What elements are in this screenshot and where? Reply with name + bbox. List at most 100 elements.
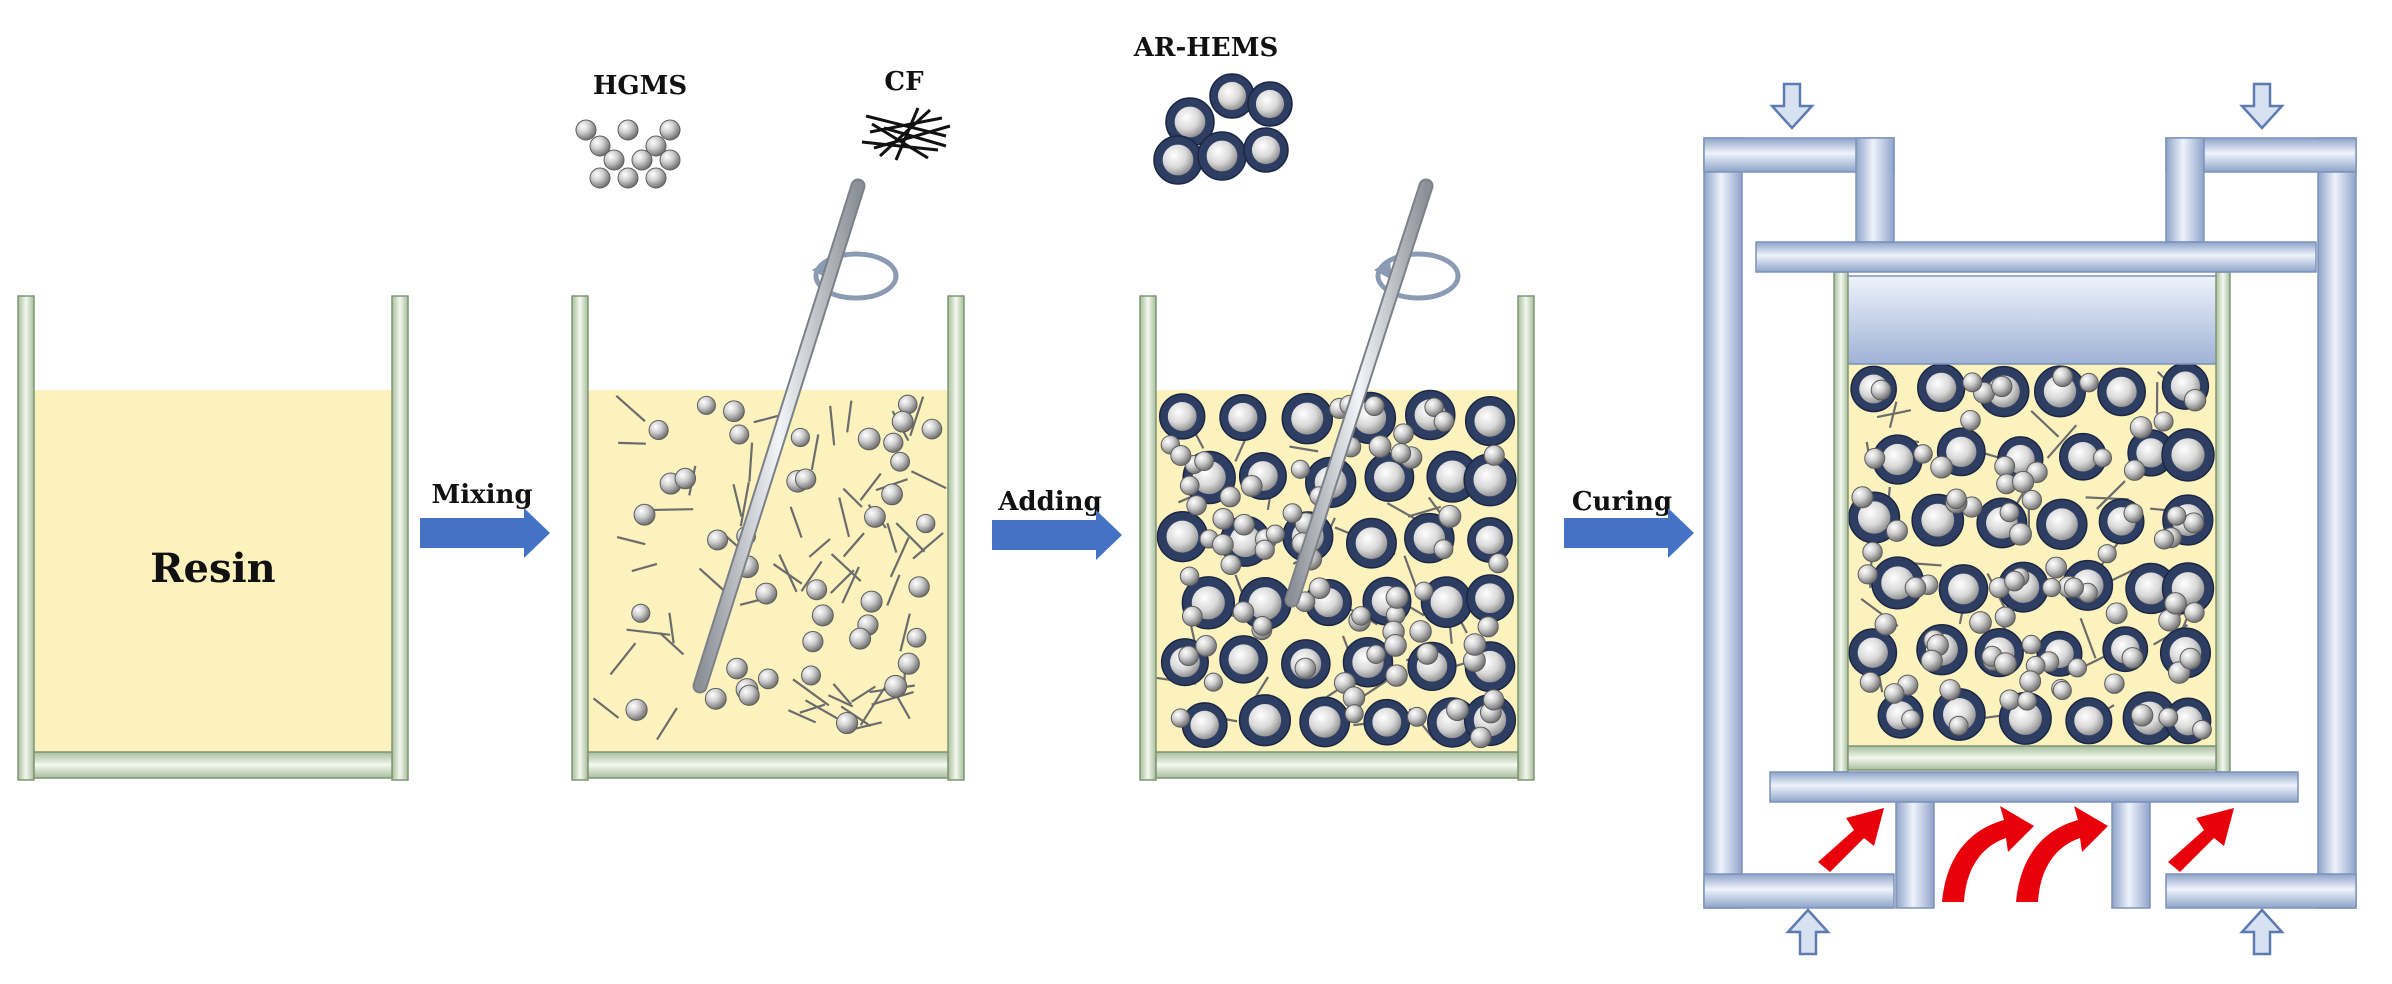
carbon-fiber — [899, 613, 911, 652]
ar-hems-sphere — [2065, 697, 2113, 745]
carbon-fiber — [1876, 409, 1912, 419]
hgms-sphere — [1240, 475, 1263, 497]
carbon-fiber — [800, 560, 823, 592]
hgms-sphere — [1874, 613, 1897, 636]
hgms-sphere — [1438, 504, 1462, 528]
carbon-fiber — [618, 441, 646, 445]
carbon-fiber — [804, 699, 838, 720]
hgms-sphere — [645, 167, 667, 189]
ar-hems-sphere — [1917, 363, 1966, 412]
carbon-fiber — [830, 553, 862, 582]
carbon-fiber — [851, 685, 876, 703]
curing-label: Curing — [1572, 487, 1672, 517]
hgms-legend-icon — [575, 119, 681, 189]
hgms-sphere — [755, 582, 778, 605]
hgms-sphere — [916, 513, 936, 534]
hgms-sphere — [2092, 448, 2113, 468]
hgms-sphere — [2019, 670, 2042, 693]
hgms-sphere — [2183, 389, 2207, 412]
hgms-sphere — [1195, 635, 1217, 657]
hgms-sphere — [1385, 586, 1409, 609]
hgms-sphere — [2067, 658, 2087, 678]
carbon-fiber — [631, 562, 658, 573]
hgms-sphere — [1883, 683, 1905, 704]
hgms-sphere — [1477, 616, 1499, 638]
carbon-fiber — [871, 691, 914, 706]
hgms-sphere — [1282, 503, 1303, 524]
adding-label: Adding — [997, 487, 1102, 517]
hgms-sphere — [2052, 366, 2073, 387]
resin-fill — [32, 390, 394, 754]
hgms-sphere — [631, 149, 653, 171]
mixing-beaker: HGMS CF — [571, 67, 965, 781]
ar-hems-sphere — [1153, 135, 1203, 185]
carbon-fiber — [829, 405, 836, 446]
ar-hems-sphere — [2036, 498, 2088, 550]
lower-platen — [1769, 771, 2299, 803]
hgms-sphere — [1433, 411, 1455, 432]
beaker-bottom — [33, 751, 393, 779]
upper-platen — [1755, 241, 2317, 273]
hgms-sphere — [1203, 672, 1223, 692]
carbon-fiber — [592, 697, 620, 719]
hgms-sphere — [1901, 709, 1921, 729]
carbon-fiber — [2030, 410, 2060, 438]
carbon-fiber — [1407, 505, 1442, 518]
ar-hems-sphere — [1345, 517, 1397, 569]
carbon-fiber — [859, 472, 882, 501]
stirring-rod-icon — [692, 178, 899, 694]
hgms-sphere — [1294, 657, 1317, 680]
ar-hems-sphere — [1464, 396, 1516, 447]
hgms-sphere — [860, 590, 883, 613]
press-post-bottom-right — [2111, 799, 2151, 909]
hgms-sphere — [696, 395, 716, 415]
hgms-sphere — [2192, 719, 2212, 740]
hgms-sphere — [883, 432, 904, 453]
hgms-sphere — [1212, 507, 1235, 530]
ar-hems-sphere — [1281, 392, 1334, 445]
hgms-sphere — [1254, 539, 1275, 560]
hgms-sphere — [1232, 601, 1255, 623]
ar-hems-sphere — [1219, 393, 1267, 442]
ar-hems-sphere — [2125, 562, 2177, 615]
hgms-sphere — [633, 503, 656, 526]
ar-hems-legend-icon — [1153, 73, 1293, 185]
hgms-sphere — [1233, 513, 1255, 536]
hgms-sphere — [2166, 505, 2187, 526]
hgms-sphere — [849, 627, 872, 650]
carbon-fiber — [841, 566, 860, 604]
ar-hems-sphere — [1299, 696, 1351, 748]
carbon-fiber — [2079, 617, 2097, 659]
hgms-sphere — [2017, 691, 2037, 711]
carbon-fiber — [909, 396, 925, 437]
resin-label: Resin — [150, 545, 276, 592]
hgms-sphere — [757, 668, 779, 690]
hgms-sphere — [1414, 581, 1434, 601]
hgms-sphere — [1969, 611, 1992, 634]
hgms-sphere — [645, 135, 667, 157]
carbon-fiber — [889, 537, 910, 578]
hgms-sphere — [1999, 502, 2020, 523]
ar-hems-sphere — [1363, 698, 1411, 746]
hgms-sphere — [1178, 645, 1199, 667]
hgms-sphere — [738, 684, 760, 706]
hgms-sphere — [2164, 592, 2187, 615]
press-post-top-left — [1855, 137, 1895, 243]
hgms-sphere — [1186, 495, 1207, 516]
carbon-fiber — [842, 532, 865, 558]
hgms-sphere — [2183, 512, 2205, 534]
ar-hems-sphere — [1243, 127, 1289, 173]
hgms-sphere — [589, 135, 611, 157]
hgms-sphere — [1409, 620, 1432, 643]
hgms-sphere — [1351, 606, 1371, 626]
ar-hems-sphere — [1938, 564, 1989, 614]
hgms-sphere — [1470, 726, 1492, 749]
carbon-fiber — [739, 481, 750, 527]
carbon-fiber — [656, 707, 678, 741]
hgms-sphere — [1366, 644, 1386, 664]
carbon-fiber — [732, 484, 743, 517]
hgms-sphere — [2009, 522, 2032, 546]
hgms-sphere — [2153, 411, 2174, 432]
hgms-sphere — [835, 711, 859, 735]
